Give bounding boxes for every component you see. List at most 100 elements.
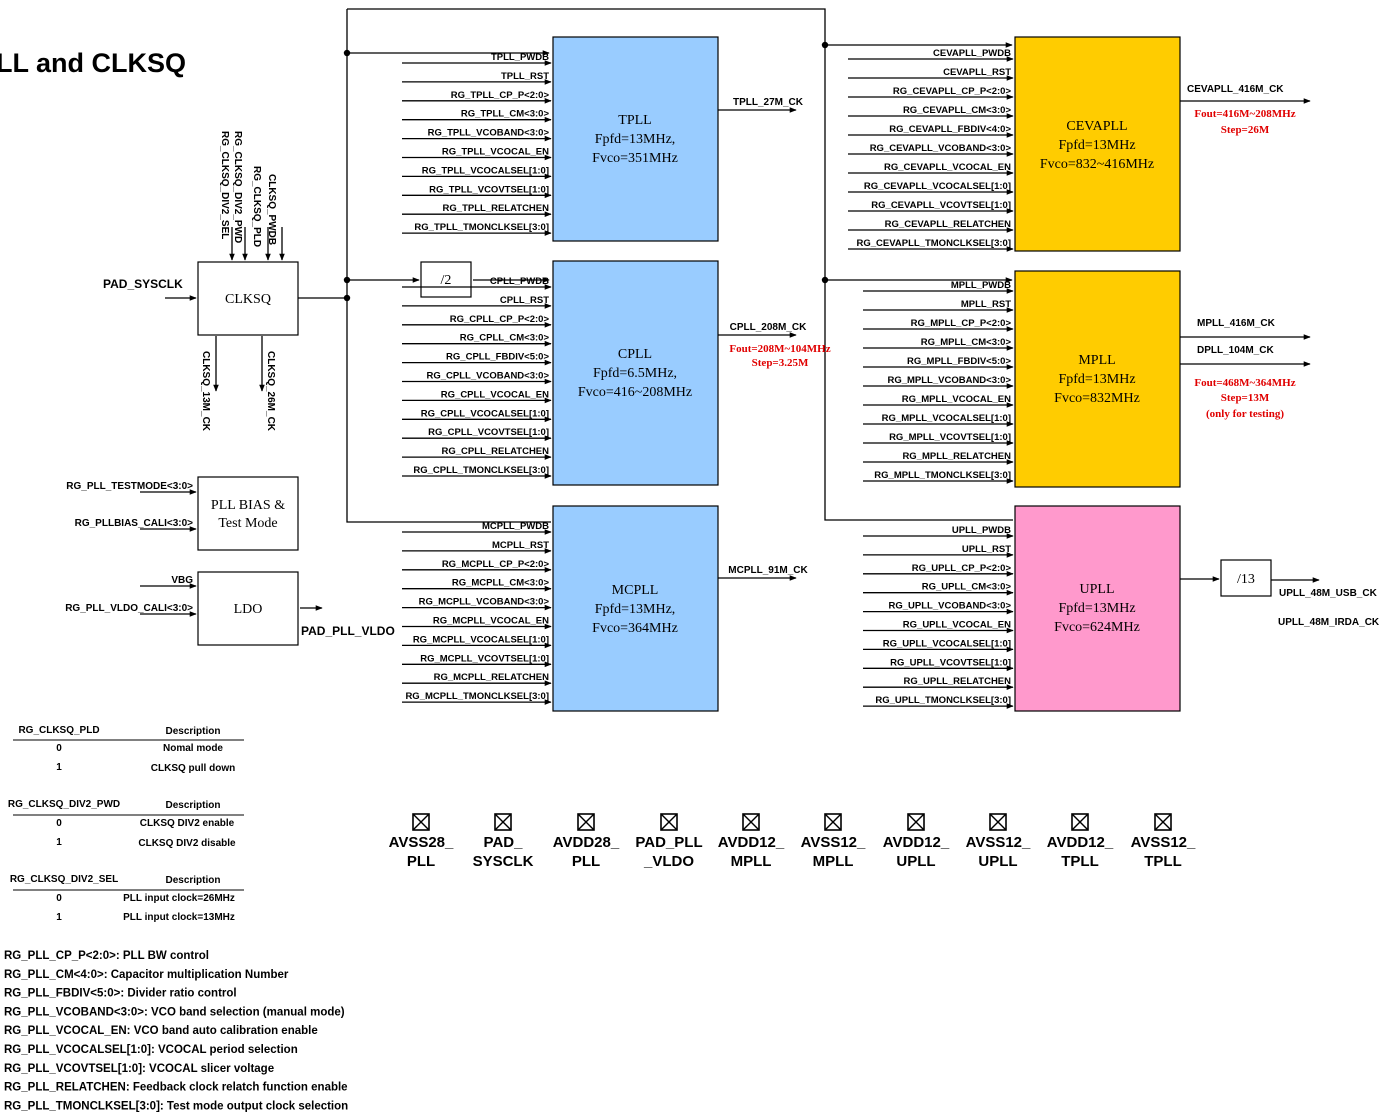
cpll-input-signal: RG_CPLL_CP_P<2:0> [450, 314, 550, 325]
tpll-input-signal: RG_TPLL_VCOCALSEL[1:0] [422, 165, 549, 176]
table-header-cell: RG_CLKSQ_PLD [18, 725, 99, 736]
register-note: RG_PLL_TMONCLKSEL[3:0]: Test mode output… [4, 1100, 348, 1112]
tpll-input-signal: RG_TPLL_RELATCHEN [443, 203, 550, 214]
register-note: RG_PLL_CP_P<2:0>: PLL BW control [4, 950, 209, 962]
pad-label: AVDD12_ [883, 834, 950, 851]
div2-label: /2 [441, 273, 452, 288]
cevapll-input-signal: CEVAPLL_PWDB [933, 48, 1011, 59]
cevapll-input-signal: RG_CEVAPLL_TMONCLKSEL[3:0] [857, 238, 1011, 249]
mpll-input-signal: RG_MPLL_CP_P<2:0> [911, 318, 1012, 329]
cpll-fvco: Fvco=416~208MHz [578, 385, 692, 400]
pad-label: MPLL [813, 853, 854, 870]
pad-label: PAD_ [484, 834, 524, 851]
ldo-block: LDO VBG RG_PLL_VLDO_CALI<3:0> PAD_PLL_VL… [65, 571, 395, 646]
mcpll-fvco: Fvco=364MHz [592, 621, 678, 636]
upll-input-signal: RG_UPLL_VCOBAND<3:0> [889, 601, 1012, 612]
pad-label: AVDD28_ [553, 834, 620, 851]
clksq-div2-sel-input: RG_CLKSQ_DIV2_SEL [219, 131, 230, 239]
table-header-cell: RG_CLKSQ_DIV2_SEL [10, 874, 118, 885]
clksq-box [197, 261, 299, 336]
mpll-input-signal: RG_MPLL_VCOCALSEL[1:0] [882, 413, 1011, 424]
cpll-input-signal: CPLL_PWDB [490, 276, 549, 287]
table-header-cell: Description [165, 726, 220, 737]
upll-box [1014, 505, 1181, 712]
cevapll-416m-output: CEVAPLL_416M_CK [1187, 84, 1284, 95]
pad-pll-vldo-label: PAD_PLL_VLDO [301, 624, 395, 638]
register-note: RG_PLL_CM<4:0>: Capacitor multiplication… [4, 969, 289, 981]
register-note: RG_PLL_FBDIV<5:0>: Divider ratio control [4, 988, 237, 1000]
tpll-box [552, 36, 719, 242]
dpll-104m-output: DPLL_104M_CK [1197, 345, 1274, 356]
pad-x-box-icon [1154, 813, 1172, 831]
div13-label: /13 [1237, 572, 1255, 587]
upll-input-signal: UPLL_RST [962, 544, 1011, 555]
table-cell: 0 [56, 818, 62, 829]
upll-fvco: Fvco=624MHz [1054, 620, 1140, 635]
cpll-input-signal: RG_CPLL_RELATCHEN [442, 446, 550, 457]
mpll-input-signal: MPLL_PWDB [951, 280, 1011, 291]
pad-label: MPLL [731, 853, 772, 870]
cevapll-fpfd: Fpfd=13MHz [1058, 138, 1135, 153]
cevapll-input-signal: RG_CEVAPLL_RELATCHEN [885, 219, 1011, 230]
clksq-26m-output: CLKSQ_26M_CK [265, 351, 276, 432]
pad-label: TPLL [1061, 853, 1099, 870]
pad: AVSS12_MPLL [801, 813, 866, 870]
tpll-name: TPLL [618, 113, 651, 128]
cevapll-step-note: Step=26M [1221, 124, 1270, 136]
mpll-testing-note: (only for testing) [1206, 408, 1284, 420]
mcpll-input-signal: RG_MCPLL_CM<3:0> [452, 578, 550, 589]
tpll-input-signal: RG_TPLL_TMONCLKSEL[3:0] [414, 222, 549, 233]
pad-label: TPLL [1144, 853, 1182, 870]
div13-box [1220, 559, 1272, 597]
test-mode-label: Test Mode [218, 516, 277, 531]
pllbias-cali-input: RG_PLLBIAS_CALI<3:0> [75, 518, 194, 529]
cevapll-box [1014, 36, 1181, 252]
cevapll-fvco: Fvco=832~416MHz [1040, 157, 1154, 172]
pad-list: AVSS28_PLLPAD_SYSCLKAVDD28_PLLPAD_PLL_VL… [389, 813, 1196, 870]
clksq-div2-pwd-input: RG_CLKSQ_DIV2_PWD [232, 131, 243, 243]
upll-fpfd: Fpfd=13MHz [1058, 601, 1135, 616]
cevapll-input-signal: RG_CEVAPLL_VCOCALSEL[1:0] [864, 181, 1011, 192]
pad-x-box-icon [412, 813, 430, 831]
table-cell: 1 [56, 912, 62, 923]
clksq-div2-sel-table: RG_CLKSQ_DIV2_SEL Description 0 PLL inpu… [10, 874, 244, 923]
table-cell: CLKSQ DIV2 disable [138, 838, 236, 849]
upll-inputs: UPLL_PWDBUPLL_RSTRG_UPLL_CP_P<2:0>RG_UPL… [863, 525, 1014, 709]
table-cell: 1 [56, 762, 62, 773]
clksq-label: CLKSQ [225, 292, 271, 307]
clksq-pld-table: RG_CLKSQ_PLD Description 0 Nomal mode 1 … [13, 725, 244, 774]
mcpll-input-signal: RG_MCPLL_VCOCALSEL[1:0] [413, 634, 549, 645]
cevapll-input-signal: CEVAPLL_RST [943, 67, 1011, 78]
mcpll-name: MCPLL [612, 583, 659, 598]
cevapll-input-signal: RG_CEVAPLL_CM<3:0> [903, 105, 1012, 116]
register-notes: RG_PLL_CP_P<2:0>: PLL BW controlRG_PLL_C… [4, 950, 348, 1112]
register-note: RG_PLL_VCOCALSEL[1:0]: VCOCAL period sel… [4, 1044, 298, 1056]
cevapll-inputs: CEVAPLL_PWDBCEVAPLL_RSTRG_CEVAPLL_CP_P<2… [848, 48, 1014, 252]
mcpll-input-signal: RG_MCPLL_TMONCLKSEL[3:0] [405, 691, 549, 702]
clksq-pwdb-input: CLKSQ_PWDB [266, 174, 277, 245]
mcpll-input-signal: RG_MCPLL_VCOVTSEL[1:0] [420, 653, 549, 664]
cpll-inputs: CPLL_PWDBCPLL_RSTRG_CPLL_CP_P<2:0>RG_CPL… [402, 276, 552, 479]
pad: PAD_PLL_VLDO [635, 813, 703, 870]
pad: AVSS12_TPLL [1131, 813, 1196, 870]
pad-label: PLL [572, 853, 600, 870]
tpll-27m-output: TPLL_27M_CK [733, 97, 804, 108]
tpll-input-signal: TPLL_PWDB [491, 52, 549, 63]
mcpll-91m-output: MCPLL_91M_CK [728, 565, 808, 576]
mpll-input-signal: RG_MPLL_TMONCLKSEL[3:0] [874, 470, 1011, 481]
mpll-input-signal: RG_MPLL_CM<3:0> [921, 337, 1012, 348]
pad-label: AVSS28_ [389, 834, 454, 851]
mpll-step-note: Step=13M [1221, 392, 1270, 404]
cpll-fpfd: Fpfd=6.5MHz, [593, 366, 677, 381]
mpll-input-signal: RG_MPLL_VCOBAND<3:0> [887, 375, 1011, 386]
table-header-cell: RG_CLKSQ_DIV2_PWD [8, 799, 120, 810]
table-cell: 0 [56, 743, 62, 754]
mcpll-box [552, 505, 719, 712]
pad-x-box-icon [907, 813, 925, 831]
upll-input-signal: RG_UPLL_TMONCLKSEL[3:0] [875, 695, 1011, 706]
pad-label: PAD_PLL [635, 834, 702, 851]
upll-48m-irda-output: UPLL_48M_IRDA_CK [1278, 617, 1380, 628]
mpll-box [1014, 270, 1181, 488]
pad-label: UPLL [978, 853, 1017, 870]
